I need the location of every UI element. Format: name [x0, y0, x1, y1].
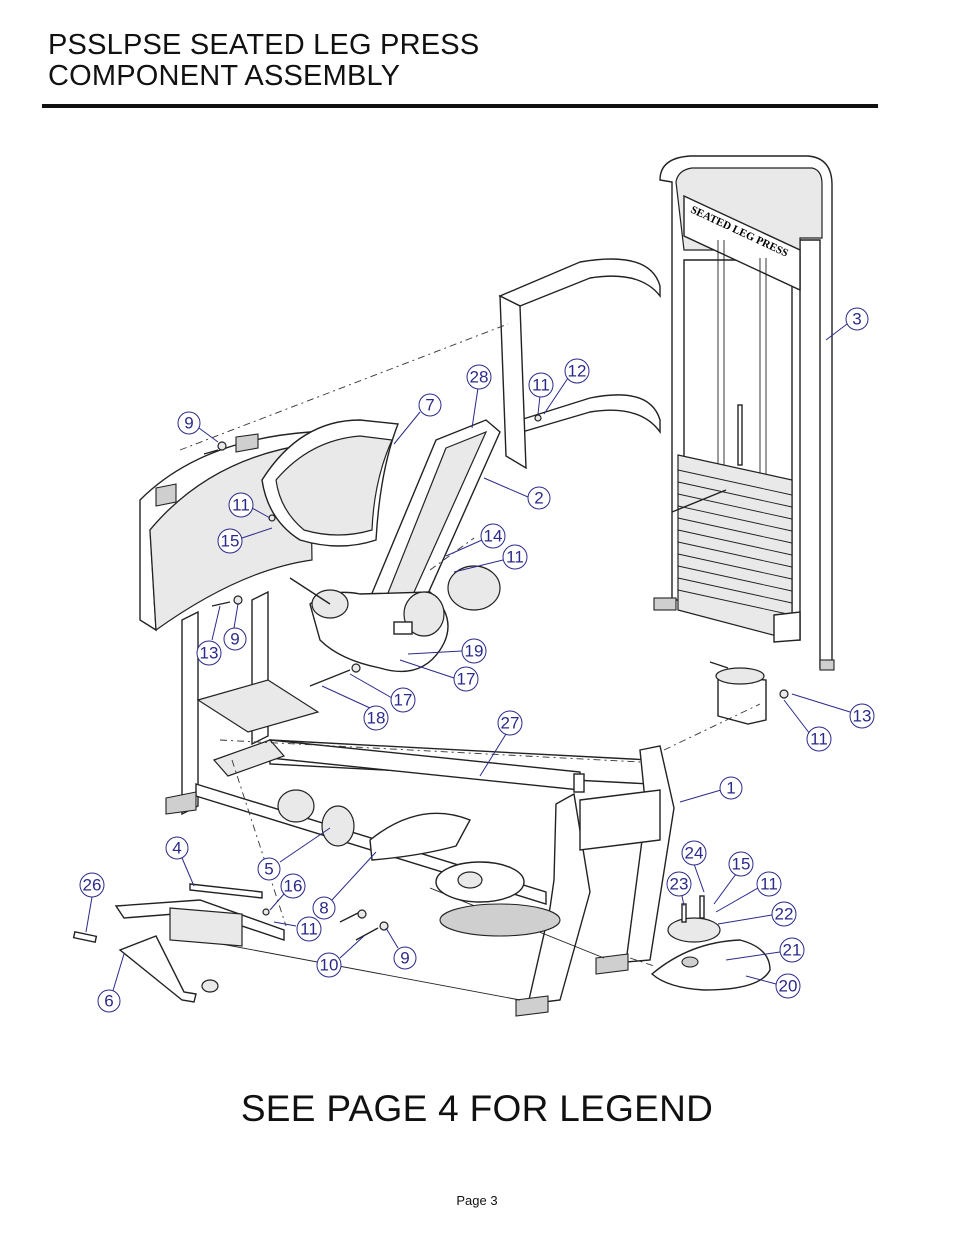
seat-assembly	[261, 419, 501, 633]
svg-text:22: 22	[775, 905, 794, 924]
svg-text:11: 11	[532, 376, 550, 395]
callout-20: 20	[775, 973, 801, 999]
svg-text:20: 20	[779, 977, 798, 996]
callout-9-a: 9	[177, 411, 201, 435]
callout-10: 10	[316, 952, 342, 978]
svg-text:3: 3	[852, 310, 861, 329]
stack-bracket	[709, 661, 767, 725]
svg-text:23: 23	[670, 875, 689, 894]
upper-frame-arms	[498, 258, 661, 470]
svg-text:17: 17	[457, 670, 476, 689]
callout-21: 21	[779, 937, 805, 963]
callout-24: 24	[681, 840, 707, 866]
svg-text:11: 11	[232, 496, 250, 515]
callout-9-c: 9	[393, 946, 417, 970]
svg-text:15: 15	[221, 532, 240, 551]
svg-text:6: 6	[104, 992, 113, 1011]
assembly-diagram: SEATED LEG PRESS	[72, 155, 875, 1017]
svg-text:4: 4	[172, 839, 181, 858]
callout-5: 5	[257, 857, 281, 881]
svg-text:11: 11	[506, 548, 524, 567]
title-line-2: COMPONENT ASSEMBLY	[48, 60, 401, 92]
svg-text:11: 11	[810, 730, 828, 749]
callout-12: 12	[564, 358, 590, 384]
weight-stack-tower: SEATED LEG PRESS	[653, 155, 835, 671]
svg-text:21: 21	[783, 941, 802, 960]
callout-13-b: 13	[849, 703, 875, 729]
svg-text:28: 28	[470, 368, 489, 387]
svg-text:8: 8	[319, 899, 328, 918]
svg-text:18: 18	[367, 709, 386, 728]
svg-text:14: 14	[484, 527, 503, 546]
callout-7: 7	[418, 393, 442, 417]
callout-3: 3	[845, 307, 869, 331]
svg-text:9: 9	[230, 630, 239, 649]
callout-18: 18	[363, 705, 389, 731]
page-number: Page 3	[456, 1193, 498, 1208]
svg-text:9: 9	[184, 414, 193, 433]
callout-19: 19	[461, 638, 487, 664]
callout-16: 16	[280, 873, 306, 899]
svg-text:7: 7	[425, 396, 434, 415]
callout-11-b: 11	[228, 492, 254, 518]
svg-text:12: 12	[568, 362, 587, 381]
svg-text:13: 13	[853, 707, 872, 726]
svg-text:1: 1	[726, 779, 735, 798]
callout-1: 1	[719, 776, 743, 800]
callout-2: 2	[527, 486, 551, 510]
svg-text:2: 2	[534, 489, 543, 508]
callout-28: 28	[466, 364, 492, 390]
callout-14: 14	[480, 523, 506, 549]
svg-text:9: 9	[400, 949, 409, 968]
svg-text:16: 16	[284, 877, 303, 896]
svg-text:17: 17	[394, 691, 413, 710]
callout-22: 22	[771, 901, 797, 927]
sled-rail	[212, 739, 585, 793]
page-title: PSSLPSE SEATED LEG PRESS COMPONENT ASSEM…	[48, 30, 479, 92]
svg-text:10: 10	[320, 956, 339, 975]
callout-13-a: 13	[196, 640, 222, 666]
callout-17-b: 17	[390, 687, 416, 713]
callout-9-b: 9	[223, 627, 247, 651]
svg-text:15: 15	[732, 855, 751, 874]
svg-text:26: 26	[83, 876, 102, 895]
svg-text:11: 11	[760, 875, 778, 894]
callouts: 3 28 11 12 7 9 2 11 15 14 11 13 9 19 17 …	[79, 307, 875, 1013]
svg-text:5: 5	[264, 860, 273, 879]
callout-11-d: 11	[806, 726, 832, 752]
hardware	[203, 414, 789, 941]
callout-6: 6	[97, 989, 121, 1013]
svg-text:19: 19	[465, 642, 484, 661]
svg-text:24: 24	[685, 844, 704, 863]
title-rule	[42, 104, 878, 108]
cam-disk	[650, 895, 771, 991]
svg-text:11: 11	[300, 920, 318, 939]
title-line-1: PSSLPSE SEATED LEG PRESS	[48, 29, 480, 61]
callout-17-a: 17	[453, 666, 479, 692]
legend-note: SEE PAGE 4 FOR LEGEND	[240, 1088, 714, 1129]
lower-drive	[277, 789, 561, 937]
callout-11-c: 11	[502, 544, 528, 570]
svg-text:27: 27	[501, 714, 520, 733]
callout-8: 8	[312, 896, 336, 920]
callout-4: 4	[165, 836, 189, 860]
pivot-arm-rollers	[289, 565, 501, 673]
callout-27: 27	[497, 710, 523, 736]
callout-11-a: 11	[528, 372, 554, 398]
front-lever	[72, 883, 285, 1003]
callout-11-e: 11	[296, 916, 322, 942]
svg-text:13: 13	[200, 644, 219, 663]
callout-11-f: 11	[756, 871, 782, 897]
assembly-lines	[179, 323, 761, 967]
callout-26: 26	[79, 872, 105, 898]
callout-15-a: 15	[217, 528, 243, 554]
callout-23: 23	[666, 871, 692, 897]
callout-15-b: 15	[728, 851, 754, 877]
